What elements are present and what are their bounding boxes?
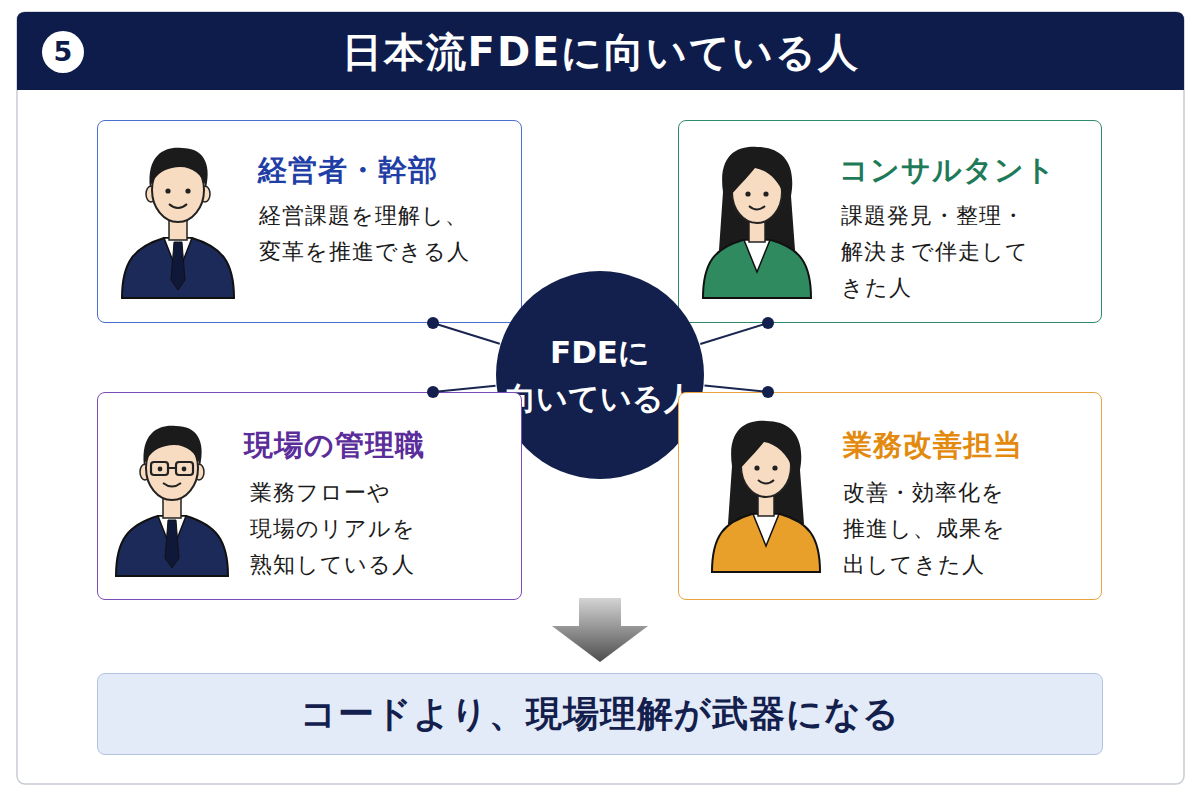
connector-line — [433, 386, 496, 392]
shape-part — [741, 435, 791, 497]
shape-part — [169, 204, 187, 208]
shape-part — [171, 242, 185, 290]
shape-part — [744, 240, 770, 272]
shape-part — [200, 186, 210, 202]
connector-dot — [762, 317, 774, 329]
shape-part — [739, 428, 795, 470]
shape-part — [772, 465, 777, 470]
shape-part — [152, 158, 204, 222]
shape-part — [164, 238, 192, 274]
box-heading: 経営者・幹部 — [258, 151, 438, 191]
shape-part — [150, 148, 208, 188]
shape-part — [146, 436, 198, 500]
callout-number: 5 — [42, 31, 84, 73]
shape-part — [158, 516, 186, 552]
shape-part — [703, 240, 811, 298]
circle-shape — [496, 271, 704, 479]
shape-part — [763, 191, 768, 196]
shape-part — [163, 483, 181, 487]
box-body: 経営課題を理解し、 変革を推進できる人 — [259, 198, 489, 270]
title-bar — [17, 12, 1184, 90]
shape-part — [140, 464, 150, 480]
person-icon — [116, 426, 228, 576]
shape-part — [146, 186, 156, 202]
shape-part — [158, 467, 163, 472]
shape-part — [732, 161, 782, 223]
connector-group — [427, 317, 774, 398]
shape-part — [728, 421, 804, 524]
shape-part — [122, 238, 234, 298]
shape-part — [182, 467, 187, 472]
connector-line — [433, 323, 500, 344]
shape-part — [165, 520, 179, 568]
diagram-title: 日本流FDEに向いている人 — [18, 25, 1184, 80]
outer-frame — [17, 12, 1184, 784]
shape-part — [144, 426, 202, 466]
down-arrow — [552, 598, 648, 662]
node-text: コードより、現場理解が武器になる — [300, 690, 900, 739]
person-icon — [712, 421, 820, 572]
box-body: 改善・効率化を 推進し、成果を 出してきた人 — [843, 475, 1073, 583]
shape-part — [116, 516, 228, 576]
person-icon — [122, 148, 234, 298]
connector-dot — [762, 386, 774, 398]
shape-part — [730, 154, 786, 196]
shape-part — [169, 216, 187, 240]
person-icon — [703, 147, 811, 298]
shape-part — [758, 492, 774, 516]
profile-box: 現場の管理職業務フローや 現場のリアルを 熟知している人 — [97, 392, 522, 600]
box-body: 課題発見・整理・ 解決まで伴走して きた人 — [841, 198, 1071, 306]
connector-dot — [427, 386, 439, 398]
shape-part — [745, 191, 750, 196]
shape-part — [552, 598, 648, 662]
box-heading: コンサルタント — [839, 151, 1056, 191]
box-heading: 業務改善担当 — [843, 426, 1023, 466]
profile-box: 業務改善担当改善・効率化を 推進し、成果を 出してきた人 — [678, 392, 1102, 600]
shape-part — [163, 494, 181, 518]
profile-box: コンサルタント課題発見・整理・ 解決まで伴走して きた人 — [678, 120, 1102, 323]
shape-part — [749, 206, 765, 210]
connector-dot — [427, 317, 439, 329]
shape-part — [753, 514, 779, 546]
shape-part — [165, 188, 170, 193]
profile-box: 経営者・幹部経営課題を理解し、 変革を推進できる人 — [97, 120, 522, 323]
shape-part — [719, 147, 795, 250]
circle-outline — [495, 270, 705, 480]
connector-line — [704, 386, 768, 392]
box-body: 業務フローや 現場のリアルを 熟知している人 — [250, 475, 480, 583]
shape-part — [151, 462, 168, 475]
node-text: FDEに 向いている人 — [500, 329, 700, 421]
shape-part — [754, 465, 759, 470]
shape-part — [758, 480, 774, 484]
shape-part — [749, 218, 765, 242]
callout-circle — [42, 31, 84, 73]
shape-part — [176, 462, 193, 475]
center-circle: FDEに 向いている人 — [495, 270, 705, 480]
conclusion-band: コードより、現場理解が武器になる — [97, 673, 1103, 755]
shape-part — [194, 464, 204, 480]
connector-line — [700, 323, 768, 344]
shape-part — [712, 514, 820, 572]
box-heading: 現場の管理職 — [244, 426, 425, 466]
shape-part — [168, 467, 176, 469]
shape-part — [185, 188, 190, 193]
